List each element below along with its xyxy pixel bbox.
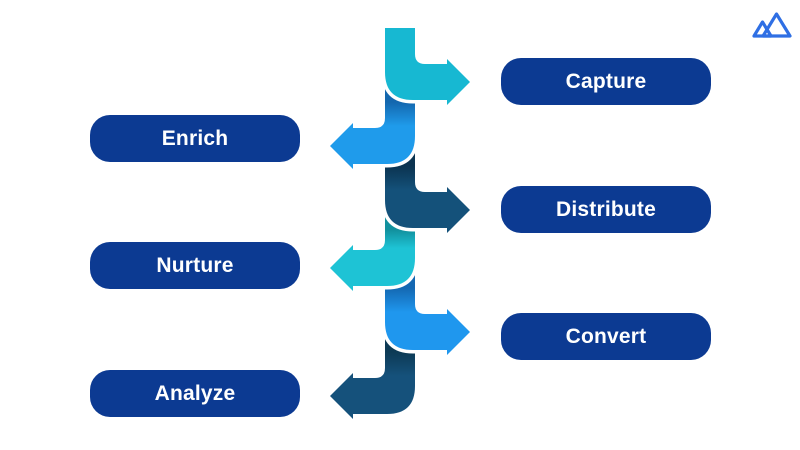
mountain-peaks-icon xyxy=(752,12,792,38)
stage-pill-capture: Capture xyxy=(501,58,711,105)
stage-pill-analyze: Analyze xyxy=(90,370,300,417)
stage-label-capture: Capture xyxy=(565,70,647,93)
stage-label-enrich: Enrich xyxy=(161,127,229,150)
stage-label-nurture: Nurture xyxy=(156,254,234,277)
stage-pill-nurture: Nurture xyxy=(90,242,300,289)
flow-arrow-capture xyxy=(381,24,474,109)
large-peak-outline xyxy=(761,12,792,38)
stage-pill-enrich: Enrich xyxy=(90,115,300,162)
stage-label-distribute: Distribute xyxy=(555,198,656,221)
stage-label-convert: Convert xyxy=(565,325,647,348)
flow-spine-arrows xyxy=(326,24,474,423)
brand-logo xyxy=(752,8,792,40)
stage-pill-convert: Convert xyxy=(501,313,711,360)
stage-label-analyze: Analyze xyxy=(154,382,236,405)
stage-pill-distribute: Distribute xyxy=(501,186,711,233)
